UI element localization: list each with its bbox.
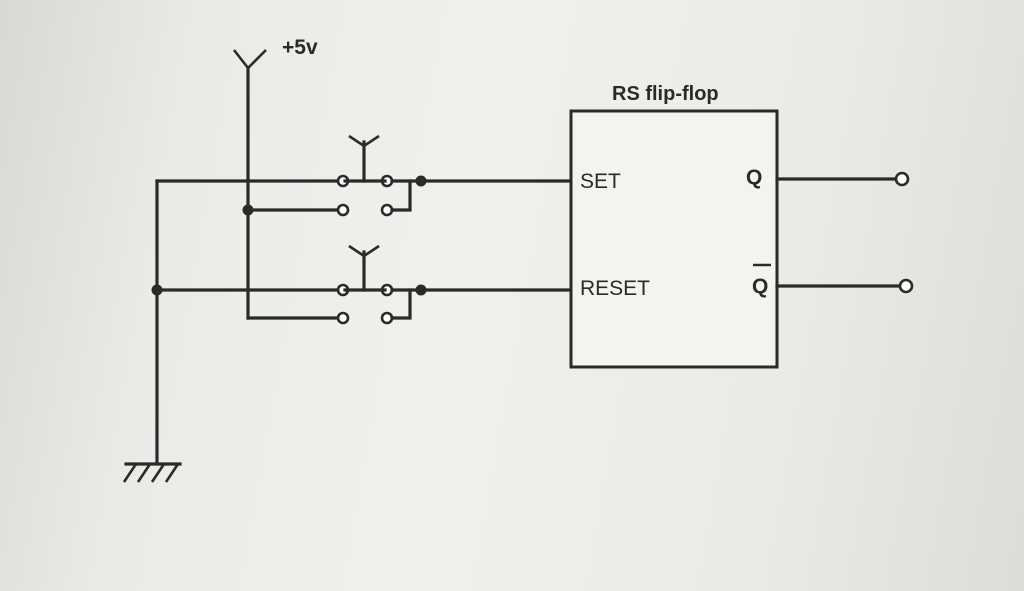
- q-bar-output: [775, 278, 914, 294]
- ground-symbol: [122, 462, 182, 483]
- reset-switch: [246, 244, 573, 325]
- flipflop-block: [569, 109, 779, 369]
- supply-symbol: [232, 49, 267, 320]
- set-input-label: SET: [580, 170, 621, 193]
- q-bar-output-label: Q: [752, 275, 768, 298]
- reset-input-label: RESET: [580, 277, 650, 300]
- ground-rail: [151, 179, 340, 464]
- supply-label: +5v: [282, 36, 318, 59]
- q-output-label: Q: [746, 166, 762, 189]
- set-switch: [242, 134, 573, 217]
- ground-junction: [151, 284, 163, 296]
- q-output: [775, 171, 910, 187]
- flipflop-title: RS flip-flop: [612, 83, 719, 105]
